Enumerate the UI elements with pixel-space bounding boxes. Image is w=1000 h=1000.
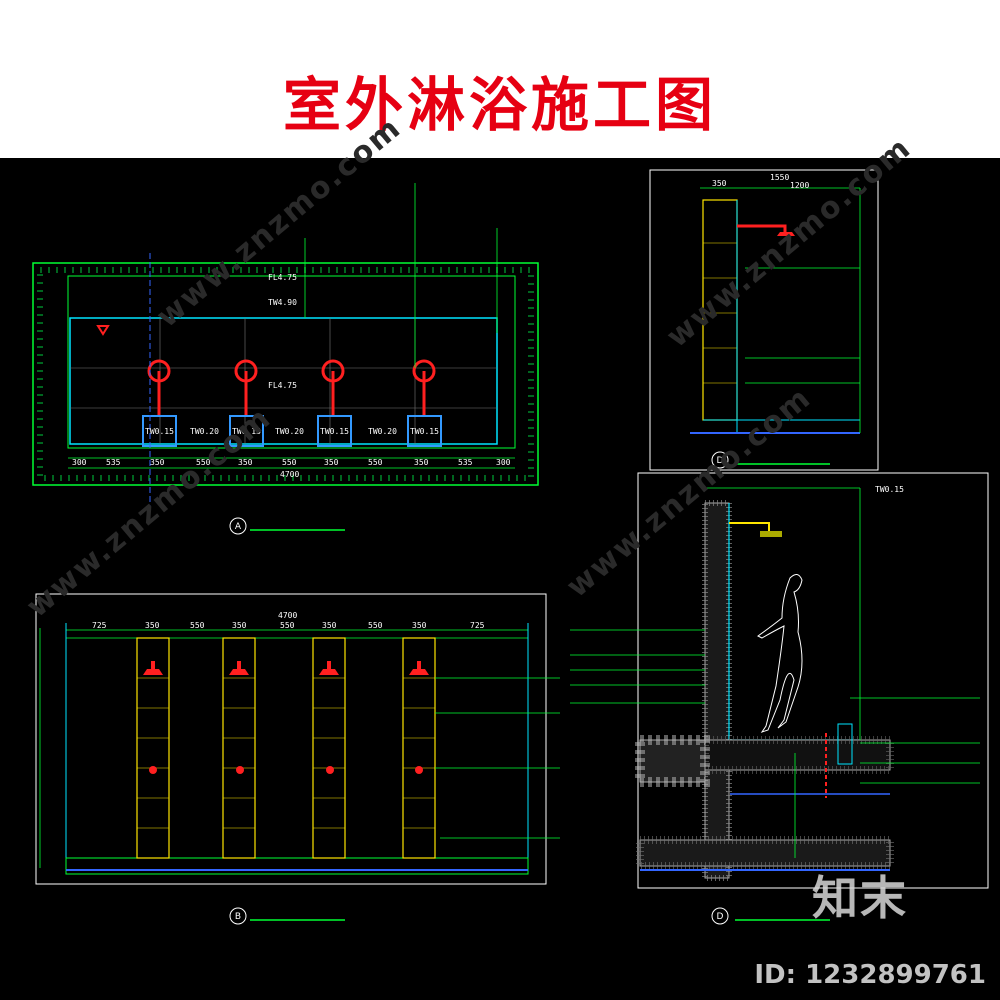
dim-text: 550 [282,458,297,467]
plan-label: TW0.15 [410,427,439,436]
plan-label: TW0.15 [145,427,174,436]
dim-text: 350 [238,458,253,467]
dim-text: 550 [196,458,211,467]
plan-label: TW0.20 [275,427,304,436]
dim-text: 725 [92,621,107,630]
cad-drawing: 300 535 350 550 350 550 350 550 350 535 … [32,169,989,925]
dim-text: 350 [150,458,165,467]
dim-text: 300 [496,458,511,467]
dim-total: 4700 [280,470,299,479]
section-d-top-view [649,169,879,471]
elevation-b-view [35,593,560,885]
plan-label: TW0.20 [190,427,219,436]
dim-text: 535 [106,458,121,467]
dim-text: 1200 [790,181,809,190]
dim-text: 550 [190,621,205,630]
dim-text: 535 [458,458,473,467]
plan-label: TW0.15 [320,427,349,436]
dim-total: 4700 [278,611,297,620]
marker-b: B [235,912,241,922]
fl-label: FL4.75 [268,381,297,390]
dim-text: 350 [232,621,247,630]
marker-a: A [235,522,242,532]
watermark-logo: 知末 [812,871,908,925]
plan-view [32,183,539,518]
watermark-id: ID: 1232899761 [754,960,986,990]
marker-d2: D [717,912,724,922]
dim-text: 350 [712,179,727,188]
section-markers [229,451,729,925]
fl-label: TW4.90 [268,298,297,307]
dim-text: 300 [72,458,87,467]
dim-text: 350 [145,621,160,630]
dim-text: 550 [368,621,383,630]
plan-label: TW0.15 [232,427,261,436]
dim-text: 350 [324,458,339,467]
section-d-detail-view [570,472,989,889]
dim-text: 350 [412,621,427,630]
dim-text: 550 [368,458,383,467]
dim-text: 550 [280,621,295,630]
plan-label: TW0.20 [368,427,397,436]
dim-text: 1550 [770,173,789,182]
dim-text: 725 [470,621,485,630]
marker-d: D [717,456,724,466]
dim-text: 350 [322,621,337,630]
tw-label: TW0.15 [875,485,904,494]
page-title: 室外淋浴施工图 [282,71,717,139]
fl-label: FL4.75 [268,273,297,282]
dim-text: 350 [414,458,429,467]
cad-canvas: 300 535 350 550 350 550 350 550 350 535 … [0,110,1000,1000]
